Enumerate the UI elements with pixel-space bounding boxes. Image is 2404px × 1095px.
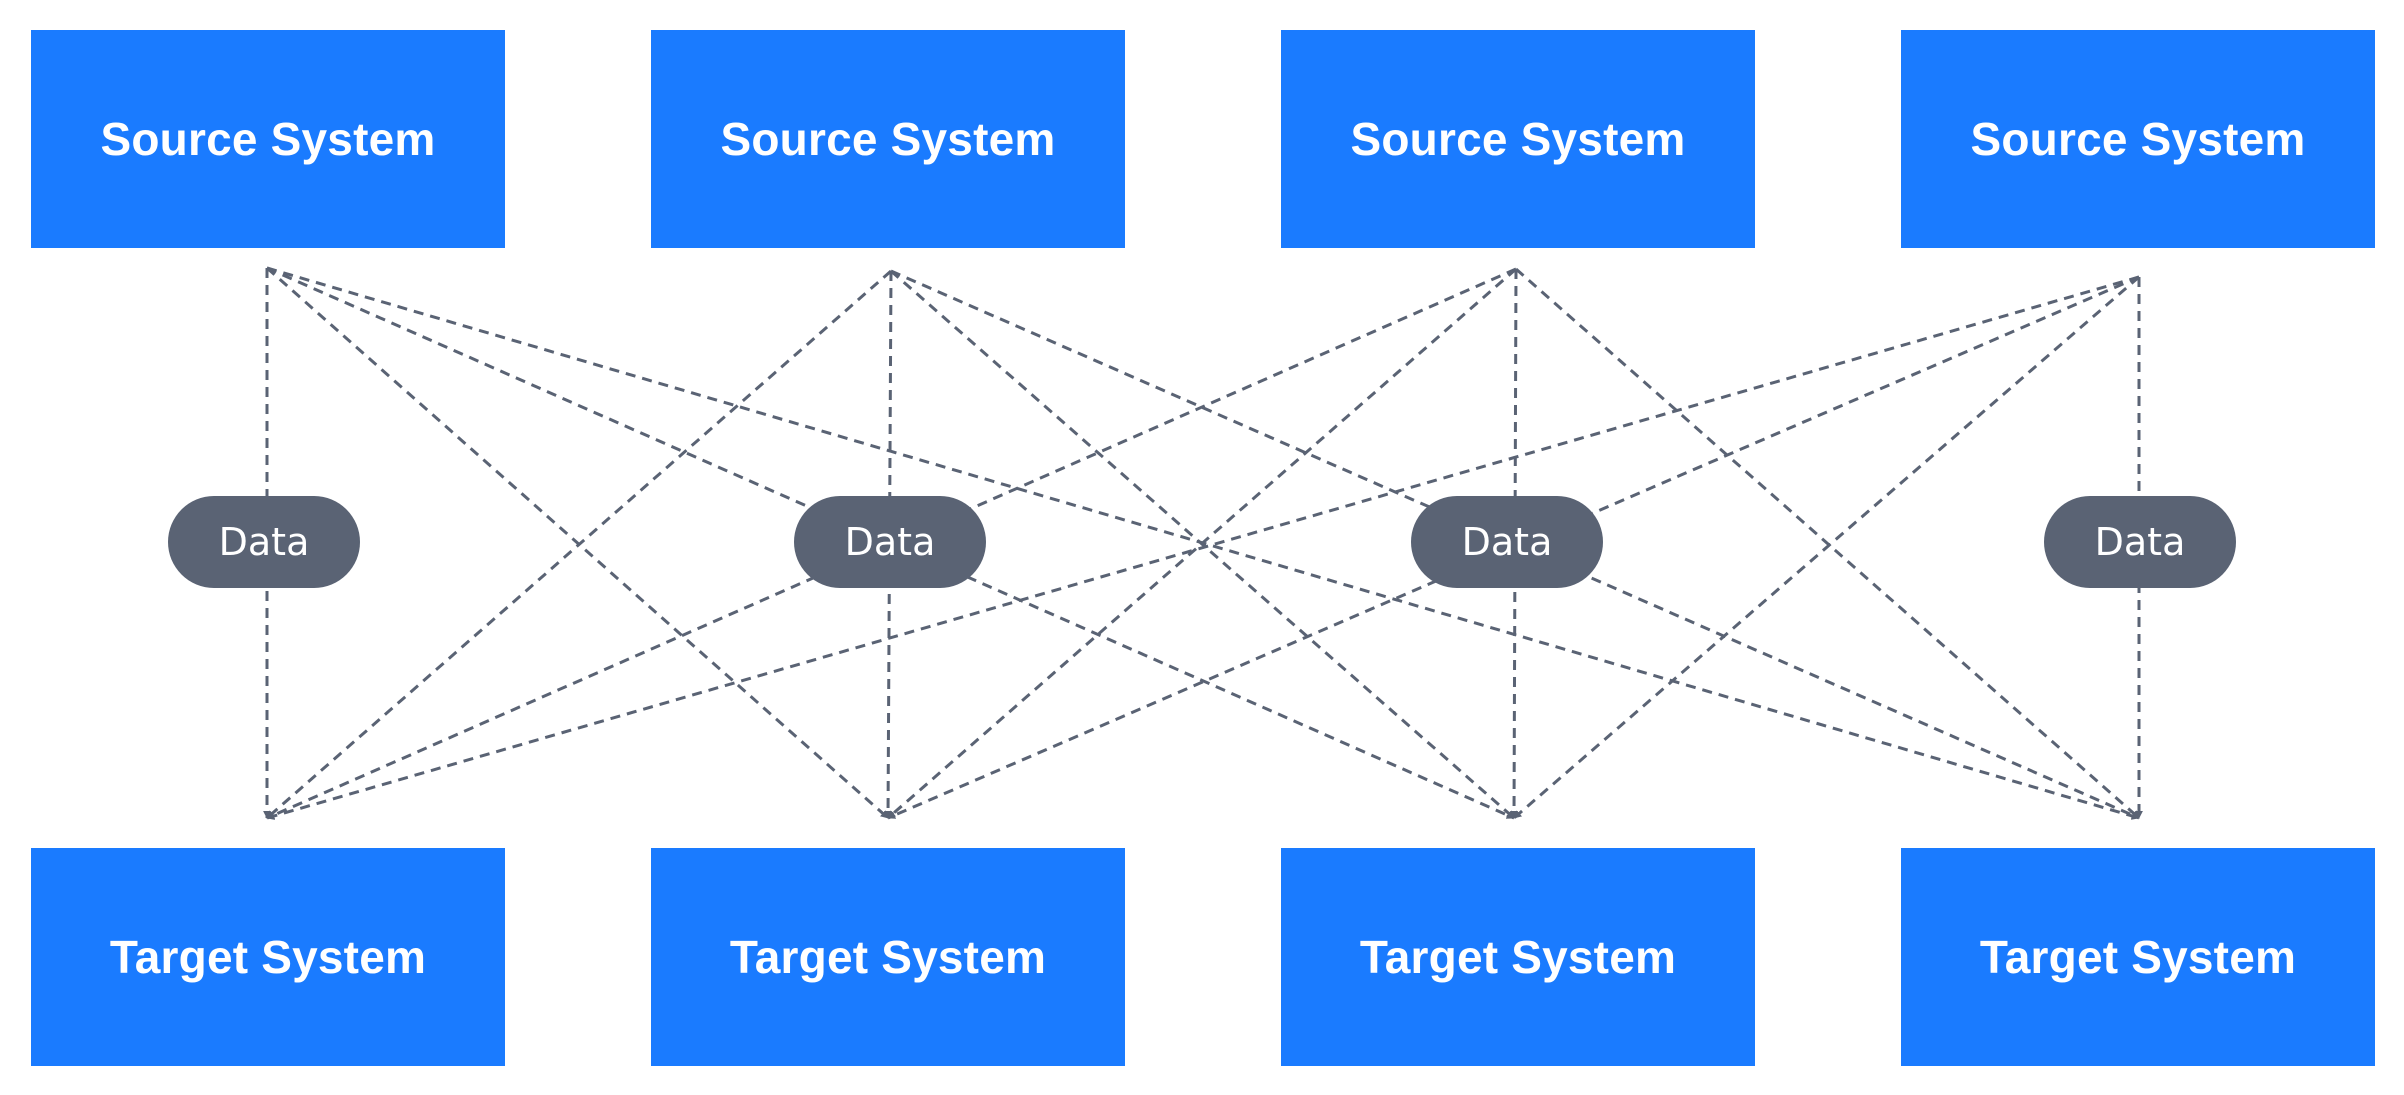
target-system-box: Target System xyxy=(1281,848,1755,1066)
data-pill: Data xyxy=(168,496,360,588)
source-system-box: Source System xyxy=(31,30,505,248)
data-pill: Data xyxy=(2044,496,2236,588)
connector-line-source-4-to-target-1 xyxy=(266,275,2140,820)
connector-lines xyxy=(263,266,2143,820)
source-system-box: Source System xyxy=(651,30,1125,248)
target-system-box: Target System xyxy=(651,848,1125,1066)
connector-line-source-1-to-target-2 xyxy=(266,266,889,820)
data-pill: Data xyxy=(794,496,986,588)
source-system-box: Source System xyxy=(1281,30,1755,248)
connector-line-source-4-to-target-3 xyxy=(1513,275,2140,820)
connector-line-source-3-to-target-2 xyxy=(887,267,1517,820)
data-pill: Data xyxy=(1411,496,1603,588)
target-system-box: Target System xyxy=(31,848,505,1066)
connector-line-source-2-to-target-1 xyxy=(266,269,892,820)
connector-line-source-3-to-target-4 xyxy=(1515,267,2140,820)
source-system-box: Source System xyxy=(1901,30,2375,248)
target-system-box: Target System xyxy=(1901,848,2375,1066)
